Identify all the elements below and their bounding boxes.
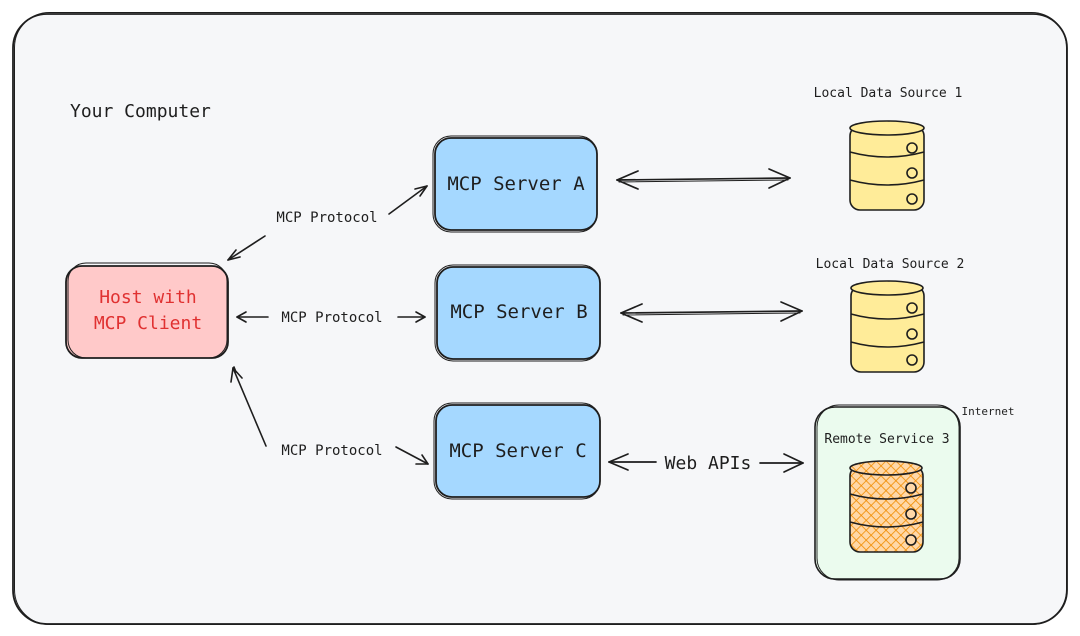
server-c-node[interactable]: MCP Server C bbox=[433, 402, 601, 500]
container-label: Your Computer bbox=[70, 101, 211, 122]
arrow-server-b-datasource-2 bbox=[620, 301, 803, 323]
server-a-label: MCP Server A bbox=[447, 173, 585, 195]
connector-host-server-c bbox=[230, 366, 429, 465]
protocol-label-b: MCP Protocol bbox=[281, 310, 382, 326]
database-icon-1 bbox=[849, 120, 925, 211]
server-c-label: MCP Server C bbox=[449, 440, 586, 462]
host-label-line1: Host with bbox=[99, 287, 197, 308]
remote-service-label: Remote Service 3 bbox=[824, 432, 949, 447]
database-icon-remote bbox=[849, 460, 924, 553]
arrow-server-a-datasource-1 bbox=[616, 168, 791, 190]
datasource-1-label: Local Data Source 1 bbox=[814, 86, 963, 101]
database-icon-2 bbox=[850, 280, 925, 373]
server-b-node[interactable]: MCP Server B bbox=[434, 264, 601, 362]
arrow-server-c-remote bbox=[608, 453, 804, 473]
web-apis-label: Web APIs bbox=[665, 453, 752, 474]
protocol-label-a: MCP Protocol bbox=[276, 210, 377, 226]
connector-host-server-a bbox=[227, 185, 428, 261]
datasource-2-label: Local Data Source 2 bbox=[816, 257, 965, 272]
internet-label: Internet bbox=[962, 405, 1015, 418]
host-label-line2: MCP Client bbox=[94, 313, 202, 334]
connector-host-server-b bbox=[236, 311, 426, 323]
host-node[interactable]: Host with MCP Client bbox=[65, 262, 229, 359]
server-a-node[interactable]: MCP Server A bbox=[432, 135, 598, 233]
server-b-label: MCP Server B bbox=[450, 301, 587, 323]
protocol-label-c: MCP Protocol bbox=[281, 443, 382, 459]
